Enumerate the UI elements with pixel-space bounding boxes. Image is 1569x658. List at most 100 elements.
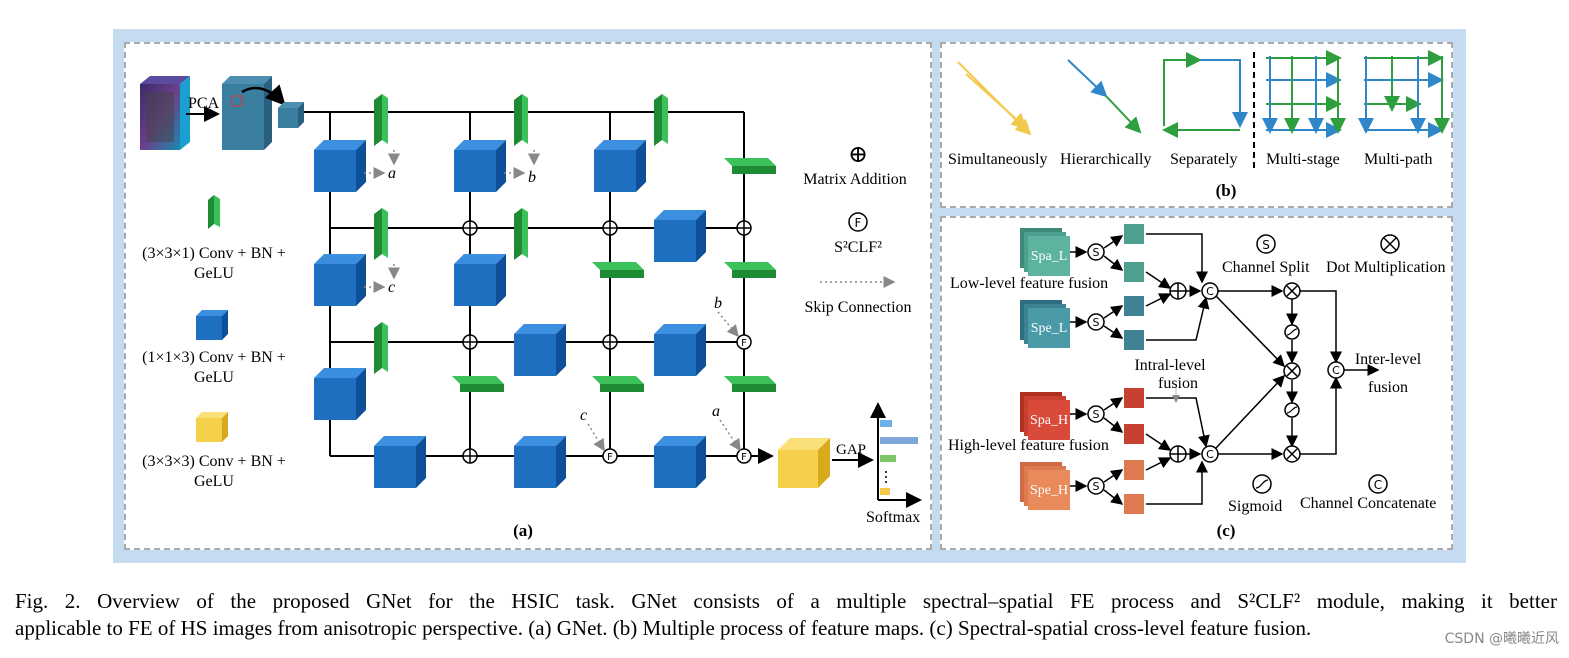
spa-l-stack [1020,228,1070,276]
blue-cube [454,254,506,306]
multi-path-arrows [1358,50,1450,138]
yellow-cube [778,438,830,488]
softmax-bar [880,437,918,444]
high-level-label: High-level feature fusion [948,437,1109,454]
f-symbol-label: F [855,216,862,230]
pca-cube [222,76,272,150]
f-node-label: F [607,452,613,463]
legend-yellow-icon [196,412,228,442]
skip-label: a [712,403,720,420]
spe-l-stack [1020,300,1070,348]
concat-node [1201,282,1219,463]
green-slab [724,376,776,392]
legend-green-icon [208,195,220,229]
green-slab [724,262,776,278]
channel-concatenate-icon-label: C [1374,478,1382,492]
gap-label: GAP [836,442,866,458]
plus-symbol-icon: ⊕ [848,142,868,168]
patch-cube [278,102,304,128]
skip-label: b [528,169,536,186]
concat-node-label: C [1206,285,1214,298]
channel-concatenate-icon [1368,474,1388,494]
softmax-label: Softmax [866,509,920,526]
pca-label: PCA [188,95,220,112]
channel-split-label: Channel Split [1222,259,1310,276]
blue-cube [654,324,706,376]
figure-caption: Fig. 2. Overview of the proposed GNet fo… [15,588,1557,642]
concat-node [1327,361,1345,379]
caption-line-1: Fig. 2. Overview of the proposed GNet fo… [15,589,1557,613]
split-cube [1124,224,1144,514]
sigmoid-label: Sigmoid [1228,498,1282,515]
green-slab [452,376,504,392]
split-node-label: S [1093,480,1100,493]
f-symbol-icon [848,212,868,232]
channel-concatenate-label: Channel Concatenate [1300,495,1436,512]
watermark: CSDN @曦曦近风 [1444,631,1559,647]
legend-label: (3×3×1) Conv + BN + [142,245,286,262]
softmax-chart [870,402,922,508]
panel-a-label: (a) [513,521,533,540]
green-slab [654,94,668,146]
blue-cube [654,436,706,488]
multi-stage-label: Multi-stage [1266,151,1340,168]
green-slab [592,262,644,278]
channel-split-icon [1256,234,1276,254]
multi-stage-arrows [1262,50,1346,138]
spe-h-label: Spe_H [1030,483,1068,498]
split-node-label: S [1093,316,1100,329]
separate-arrows [1162,52,1248,138]
hierarchically-label: Hierarchically [1060,151,1152,168]
blue-cube [514,324,566,376]
spe-l-label: Spe_L [1031,321,1068,336]
legend-label: GeLU [194,473,234,490]
split-node-label: S [1093,246,1100,259]
skip-label: b [714,295,722,312]
f-node [602,334,752,464]
split-node-label: S [1093,408,1100,421]
simultaneously-label: Simultaneously [948,151,1048,168]
legend-label: GeLU [194,369,234,386]
separately-label: Separately [1170,151,1238,168]
concat-node-label: C [1332,364,1340,377]
channel-split-icon-label: S [1262,238,1270,252]
green-slab [592,376,644,392]
blue-cube [654,210,706,262]
f-node-label: F [741,338,747,349]
softmax-bar [880,488,890,495]
green-slab [374,322,388,374]
legend-label: (3×3×3) Conv + BN + [142,453,286,470]
blue-cube [374,436,426,488]
f-node-label: F [741,452,747,463]
skip-label: a [388,165,396,182]
spa-h-stack [1020,392,1070,440]
hsi-input-cube [140,76,190,150]
green-slab [724,158,776,174]
blue-cube [314,140,366,192]
softmax-bar [880,420,892,427]
intra-level-label: fusion [1158,375,1198,392]
skip-label: c [388,279,395,296]
concat-node-label: C [1206,448,1214,461]
intra-level-label: Intral-level [1134,357,1206,374]
spe-h-stack [1020,462,1070,510]
dot-multiplication-label: Dot Multiplication [1326,259,1446,276]
skip-connection-label: Skip Connection [804,299,911,316]
multi-path-label: Multi-path [1364,151,1432,168]
skip-label: c [580,407,587,424]
blue-cube [514,436,566,488]
inter-level-label: fusion [1368,379,1408,396]
green-slab [514,208,528,260]
spa-h-label: Spa_H [1030,413,1068,428]
green-slab [514,94,528,146]
matrix-addition-label: Matrix Addition [803,171,907,188]
green-slab [374,94,388,146]
inter-level-label: Inter-level [1355,351,1422,368]
s2clf2-label: S²CLF² [834,239,882,256]
legend-label: GeLU [194,265,234,282]
hierarchical-arrows [1067,59,1142,134]
legend-blue-icon [196,310,228,340]
blue-cube [594,140,646,192]
blue-cube [454,140,506,192]
